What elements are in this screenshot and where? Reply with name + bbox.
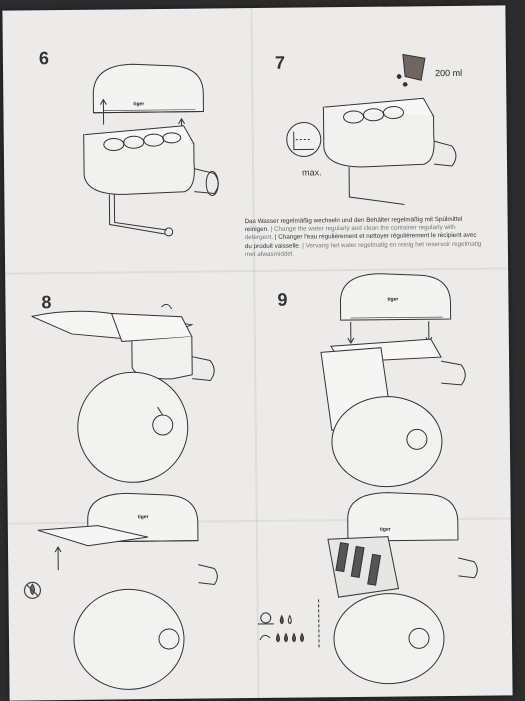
instruction-sheet: 6 tiger 7 [2, 5, 512, 700]
fold-line-vertical [250, 8, 259, 698]
step-number-9: 9 [277, 290, 287, 311]
step-9-illustration [310, 261, 472, 493]
step-number-7: 7 [275, 53, 285, 74]
brand-logo-step9b: tiger [380, 527, 391, 533]
max-level-detail [284, 119, 324, 159]
brand-logo-step9: tiger [387, 297, 398, 303]
max-label: max. [302, 167, 322, 177]
brand-logo-step6: tiger [133, 101, 144, 107]
snail-icon [254, 607, 314, 648]
step-7-illustration [303, 86, 464, 208]
step-8-illustration [31, 296, 233, 498]
measuring-cup-illustration [393, 46, 433, 86]
amount-label: 200 ml [435, 68, 462, 78]
no-water-icon [22, 580, 42, 600]
step-9-bottom-illustration [307, 488, 479, 690]
step-number-6: 6 [39, 48, 49, 69]
cleaning-instructions: Das Wasser regelmäßig wechseln und den B… [245, 216, 485, 260]
step-8-bottom-illustration [27, 488, 229, 700]
step-6-illustration [63, 53, 225, 255]
brand-logo-step8b: tiger [138, 514, 149, 520]
